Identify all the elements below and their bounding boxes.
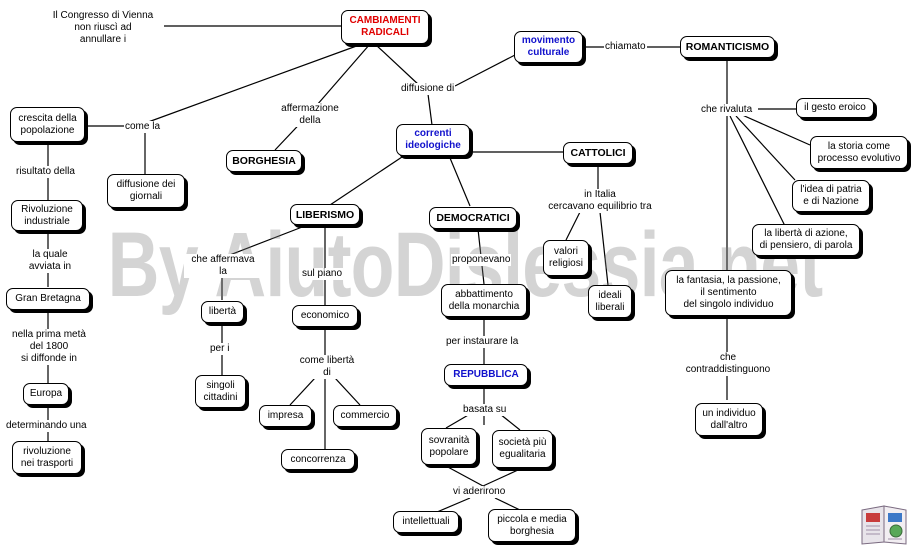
node-gran-bretagna[interactable]: Gran Bretagna <box>6 288 90 310</box>
node-societa-egualitaria[interactable]: società più egualitaria <box>492 430 553 468</box>
label-che-rivaluta: che rivaluta <box>700 104 754 116</box>
node-europa[interactable]: Europa <box>23 383 69 405</box>
node-liberta-azione[interactable]: la libertà di azione, di pensiero, di pa… <box>752 224 860 256</box>
label-risultato: risultato della <box>15 166 76 178</box>
node-diffusione-giornali[interactable]: diffusione dei giornali <box>107 174 185 208</box>
label-determinando: determinando una <box>5 420 88 432</box>
node-sovranita-popolare[interactable]: sovranità popolare <box>421 428 477 465</box>
node-repubblica[interactable]: REPUBBLICA <box>444 364 528 386</box>
node-rivoluzione-industriale[interactable]: Rivoluzione industriale <box>11 200 83 231</box>
node-idea-patria[interactable]: l'idea di patria e di Nazione <box>792 180 870 212</box>
node-individuo-altro[interactable]: un individuo dall'altro <box>695 403 763 436</box>
node-valori-religiosi[interactable]: valori religiosi <box>543 240 589 276</box>
label-chiamato: chiamato <box>604 41 647 53</box>
node-borghesia[interactable]: BORGHESIA <box>226 150 302 172</box>
label-in-italia: in Italia cercavano equilibrio tra <box>540 189 660 213</box>
label-la-quale: la quale avviata in <box>22 249 78 273</box>
node-abbattimento-monarchia[interactable]: abbattimento della monarchia <box>441 284 527 317</box>
label-per-instaurare: per instaurare la <box>445 336 520 348</box>
node-commercio[interactable]: commercio <box>333 405 397 427</box>
node-impresa[interactable]: impresa <box>259 405 312 427</box>
label-che-affermava: che affermava la <box>184 254 262 278</box>
node-movimento-culturale[interactable]: movimento culturale <box>514 31 583 63</box>
label-che-contraddistinguono: che contraddistinguono <box>681 352 775 376</box>
node-intellettuali[interactable]: intellettuali <box>393 511 459 533</box>
node-ideali-liberali[interactable]: ideali liberali <box>588 285 632 318</box>
label-nella-prima: nella prima metà del 1800 si diffonde in <box>4 329 94 365</box>
label-affermazione: affermazione della <box>271 103 349 127</box>
node-liberta[interactable]: libertà <box>201 301 244 323</box>
node-cattolici[interactable]: CATTOLICI <box>563 142 633 164</box>
node-correnti-ideologiche[interactable]: correnti ideologiche <box>396 124 470 156</box>
node-fantasia-passione[interactable]: la fantasia, la passione, il sentimento … <box>665 270 792 316</box>
node-crescita-popolazione[interactable]: crescita della popolazione <box>10 107 85 142</box>
label-proponevano: proponevano <box>451 254 512 266</box>
node-singoli-cittadini[interactable]: singoli cittadini <box>195 375 246 408</box>
node-concorrenza[interactable]: concorrenza <box>281 449 355 470</box>
node-rivoluzione-trasporti[interactable]: rivoluzione nei trasporti <box>12 441 82 474</box>
label-come-la: come la <box>124 121 162 133</box>
label-congresso: Il Congresso di Vienna non riuscì ad ann… <box>42 10 164 46</box>
node-piccola-media-borghesia[interactable]: piccola e media borghesia <box>488 509 576 542</box>
book-icon <box>861 505 907 545</box>
node-economico[interactable]: economico <box>292 305 358 327</box>
label-vi-aderirono: vi aderirono <box>452 486 507 498</box>
label-diffusione-di: diffusione di <box>400 83 456 95</box>
node-storia-processo[interactable]: la storia come processo evolutivo <box>810 136 908 169</box>
label-come-liberta: come libertà di <box>294 355 360 379</box>
node-democratici[interactable]: DEMOCRATICI <box>429 207 517 229</box>
node-gesto-eroico[interactable]: il gesto eroico <box>796 98 874 118</box>
node-romanticismo[interactable]: ROMANTICISMO <box>680 36 775 58</box>
label-basata-su: basata su <box>462 404 508 416</box>
label-per-i: per i <box>209 343 231 355</box>
node-cambiamenti-radicali[interactable]: CAMBIAMENTI RADICALI <box>341 10 429 44</box>
label-sul-piano: sul piano <box>301 268 344 280</box>
node-liberismo[interactable]: LIBERISMO <box>290 204 360 225</box>
